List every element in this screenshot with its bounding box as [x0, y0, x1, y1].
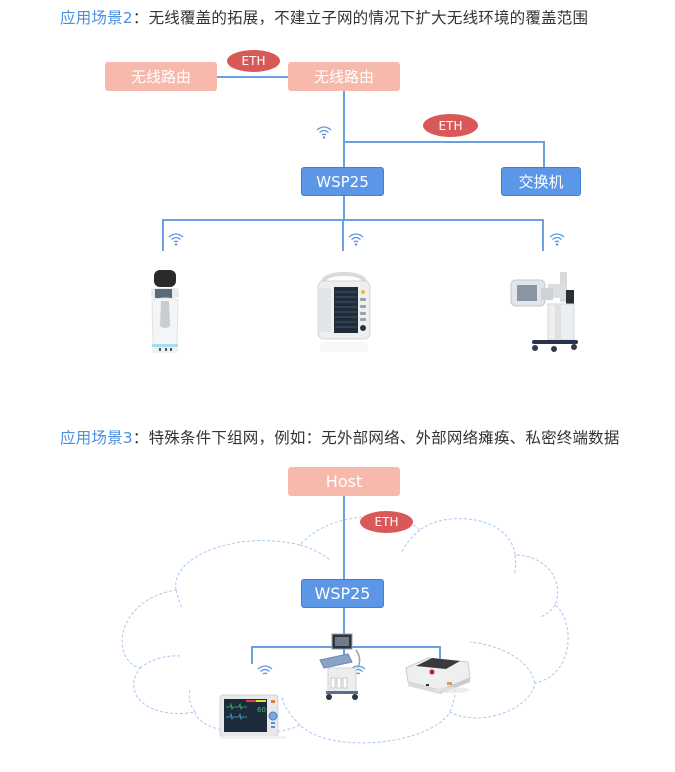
wifi-icon	[549, 233, 565, 246]
patient-monitor-icon: 60	[219, 694, 286, 739]
scene3-heading-text: ：特殊条件下组网，例如：无外部网络、外部网络瘫痪、私密终端数据	[132, 429, 620, 447]
eth-badge: ETH	[423, 114, 478, 137]
wifi-icon	[348, 233, 364, 246]
device-bus-line	[162, 219, 543, 221]
wsp-down-line	[343, 196, 345, 220]
scene2-heading-text: ：无线覆盖的拓展，不建立子网的情况下扩大无线环境的覆盖范围	[132, 9, 589, 27]
scene2-heading-label: 应用场景2	[60, 9, 133, 27]
switch-drop-line	[543, 141, 545, 167]
router-node-left: 无线路由	[105, 62, 217, 91]
wireless-link-line	[343, 91, 345, 167]
scene3-heading: 应用场景3：特殊条件下组网，例如：无外部网络、外部网络瘫痪、私密终端数据	[60, 426, 620, 448]
wifi-icon	[257, 665, 273, 675]
eth-badge: ETH	[227, 50, 280, 72]
c-arm-xray-icon	[510, 272, 578, 352]
device-drop-line	[542, 219, 544, 251]
robot-icon	[151, 270, 179, 353]
scene3-heading-label: 应用场景3	[60, 429, 133, 447]
host-node: Host	[288, 467, 400, 496]
device-drop-line	[251, 646, 253, 664]
eth-link-line	[343, 496, 345, 579]
switch-node: 交换机	[501, 167, 581, 196]
wifi-icon	[168, 233, 184, 246]
eth-link-line	[217, 76, 288, 78]
device-drop-line	[162, 219, 164, 251]
router-node-right: 无线路由	[288, 62, 400, 91]
wsp25-node: WSP25	[301, 167, 384, 196]
wsp25-node: WSP25	[301, 579, 384, 608]
wsp-down-line	[343, 608, 345, 655]
ultrasound-icon	[319, 633, 361, 700]
eth-branch-line	[343, 141, 545, 143]
eth-badge: ETH	[360, 511, 413, 533]
device-drop-line	[342, 219, 344, 251]
wifi-icon	[316, 126, 332, 139]
svg-text:60: 60	[257, 706, 266, 714]
agv-robot-icon	[405, 657, 471, 694]
scene2-heading: 应用场景2：无线覆盖的拓展，不建立子网的情况下扩大无线环境的覆盖范围	[60, 6, 588, 28]
ecg-machine-icon	[317, 271, 371, 352]
